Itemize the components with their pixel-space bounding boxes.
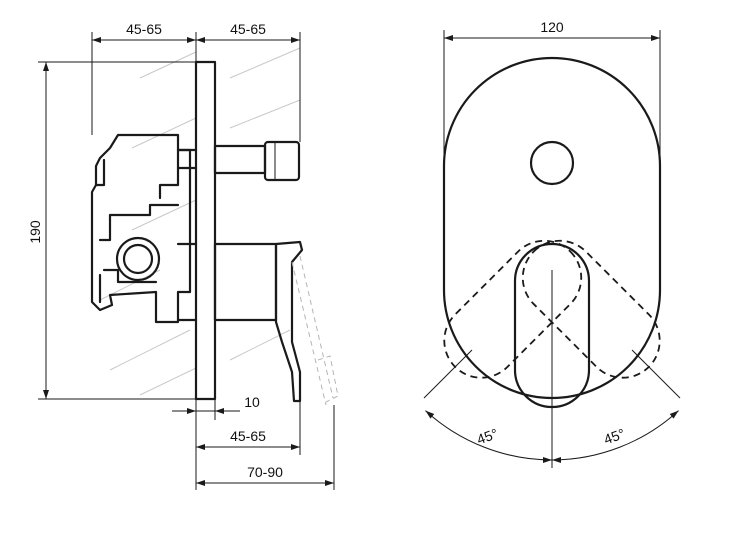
arrowhead: [187, 37, 196, 43]
arrowhead: [543, 457, 552, 463]
arrowhead: [196, 37, 205, 43]
arrowhead: [187, 408, 196, 414]
diverter-knob: [176, 140, 301, 182]
dim-bottom-upper: 45-65: [230, 428, 266, 444]
front-dimensions: [423, 30, 681, 468]
angle-left: 45°: [475, 425, 500, 447]
arrowhead: [444, 35, 453, 41]
angle-arrows: [425, 35, 679, 463]
dim-top-right: 45-65: [230, 21, 266, 37]
dim-bottom-lower: 70-90: [247, 464, 283, 480]
front-diverter-knob: [529, 140, 575, 186]
mixer-body: [90, 133, 192, 324]
outlet-ring: [115, 236, 161, 282]
dim-width: 120: [540, 19, 564, 35]
dim-height: 190: [27, 220, 43, 244]
front-view: 120 45° 45°: [423, 19, 681, 468]
dim-plate-offset: 10: [244, 394, 260, 410]
arrowhead: [215, 408, 224, 414]
dim-top-left: 45-65: [126, 21, 162, 37]
arrowhead: [196, 480, 205, 486]
arrowhead: [196, 444, 205, 450]
arrowhead: [291, 444, 300, 450]
arrowhead: [552, 457, 561, 463]
arrowhead: [651, 35, 660, 41]
arrowhead: [425, 410, 435, 419]
construction-lines: [99, 47, 301, 396]
arrowhead: [291, 37, 300, 43]
arrowhead: [43, 390, 49, 399]
arrowhead: [325, 480, 334, 486]
wall-plate: [194, 60, 217, 401]
angle-right: 45°: [602, 425, 627, 447]
lever-handle: [176, 240, 339, 406]
arrowhead: [43, 62, 49, 71]
side-view: 45-65 45-65 190 10 45-65 70-90: [27, 21, 339, 490]
dimension-arrows: [43, 37, 334, 486]
arrowhead: [669, 410, 679, 419]
arrowhead: [92, 37, 101, 43]
side-dimensions: [38, 32, 335, 490]
